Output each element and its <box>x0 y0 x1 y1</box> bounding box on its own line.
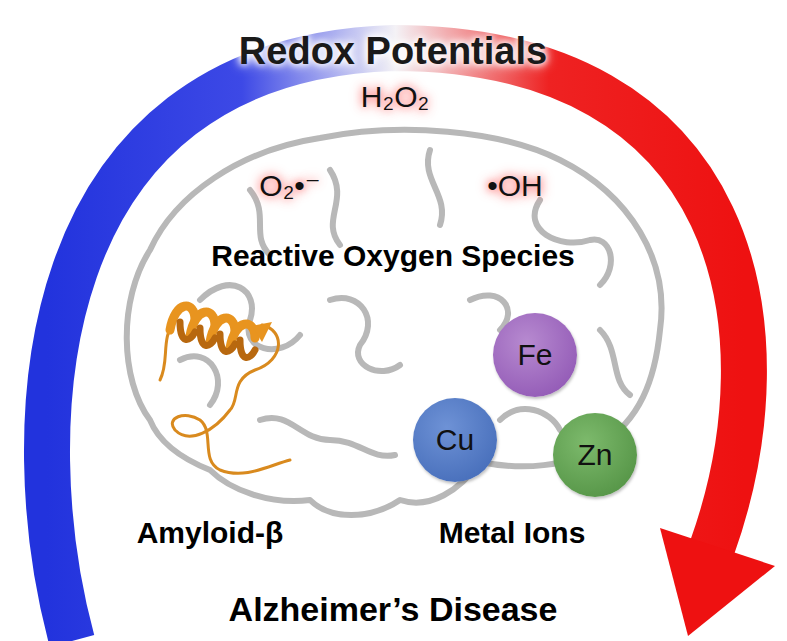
ros-formula: H₂O₂ <box>361 80 429 113</box>
ros-formula: •OH <box>487 169 543 202</box>
group-label: Metal Ions <box>439 516 586 549</box>
element-symbol: Zn <box>577 438 612 472</box>
amyloid-helix <box>160 306 290 473</box>
metal-circle: Fe <box>493 313 577 397</box>
group-label: Reactive Oxygen Species <box>211 239 575 272</box>
group-label: Amyloid-β <box>137 516 284 549</box>
redox-arc <box>47 48 744 641</box>
element-symbol: Cu <box>436 423 474 457</box>
element-symbol: Fe <box>517 338 552 372</box>
ros-formula: O₂•⁻ <box>259 169 320 202</box>
arc-title: Redox Potentials <box>239 31 547 73</box>
arrow-head <box>660 528 775 636</box>
metal-circle: Cu <box>413 398 497 482</box>
metal-circle: Zn <box>553 413 637 497</box>
brain-outline <box>127 130 662 515</box>
disease-label: Alzheimer’s Disease <box>229 591 558 628</box>
